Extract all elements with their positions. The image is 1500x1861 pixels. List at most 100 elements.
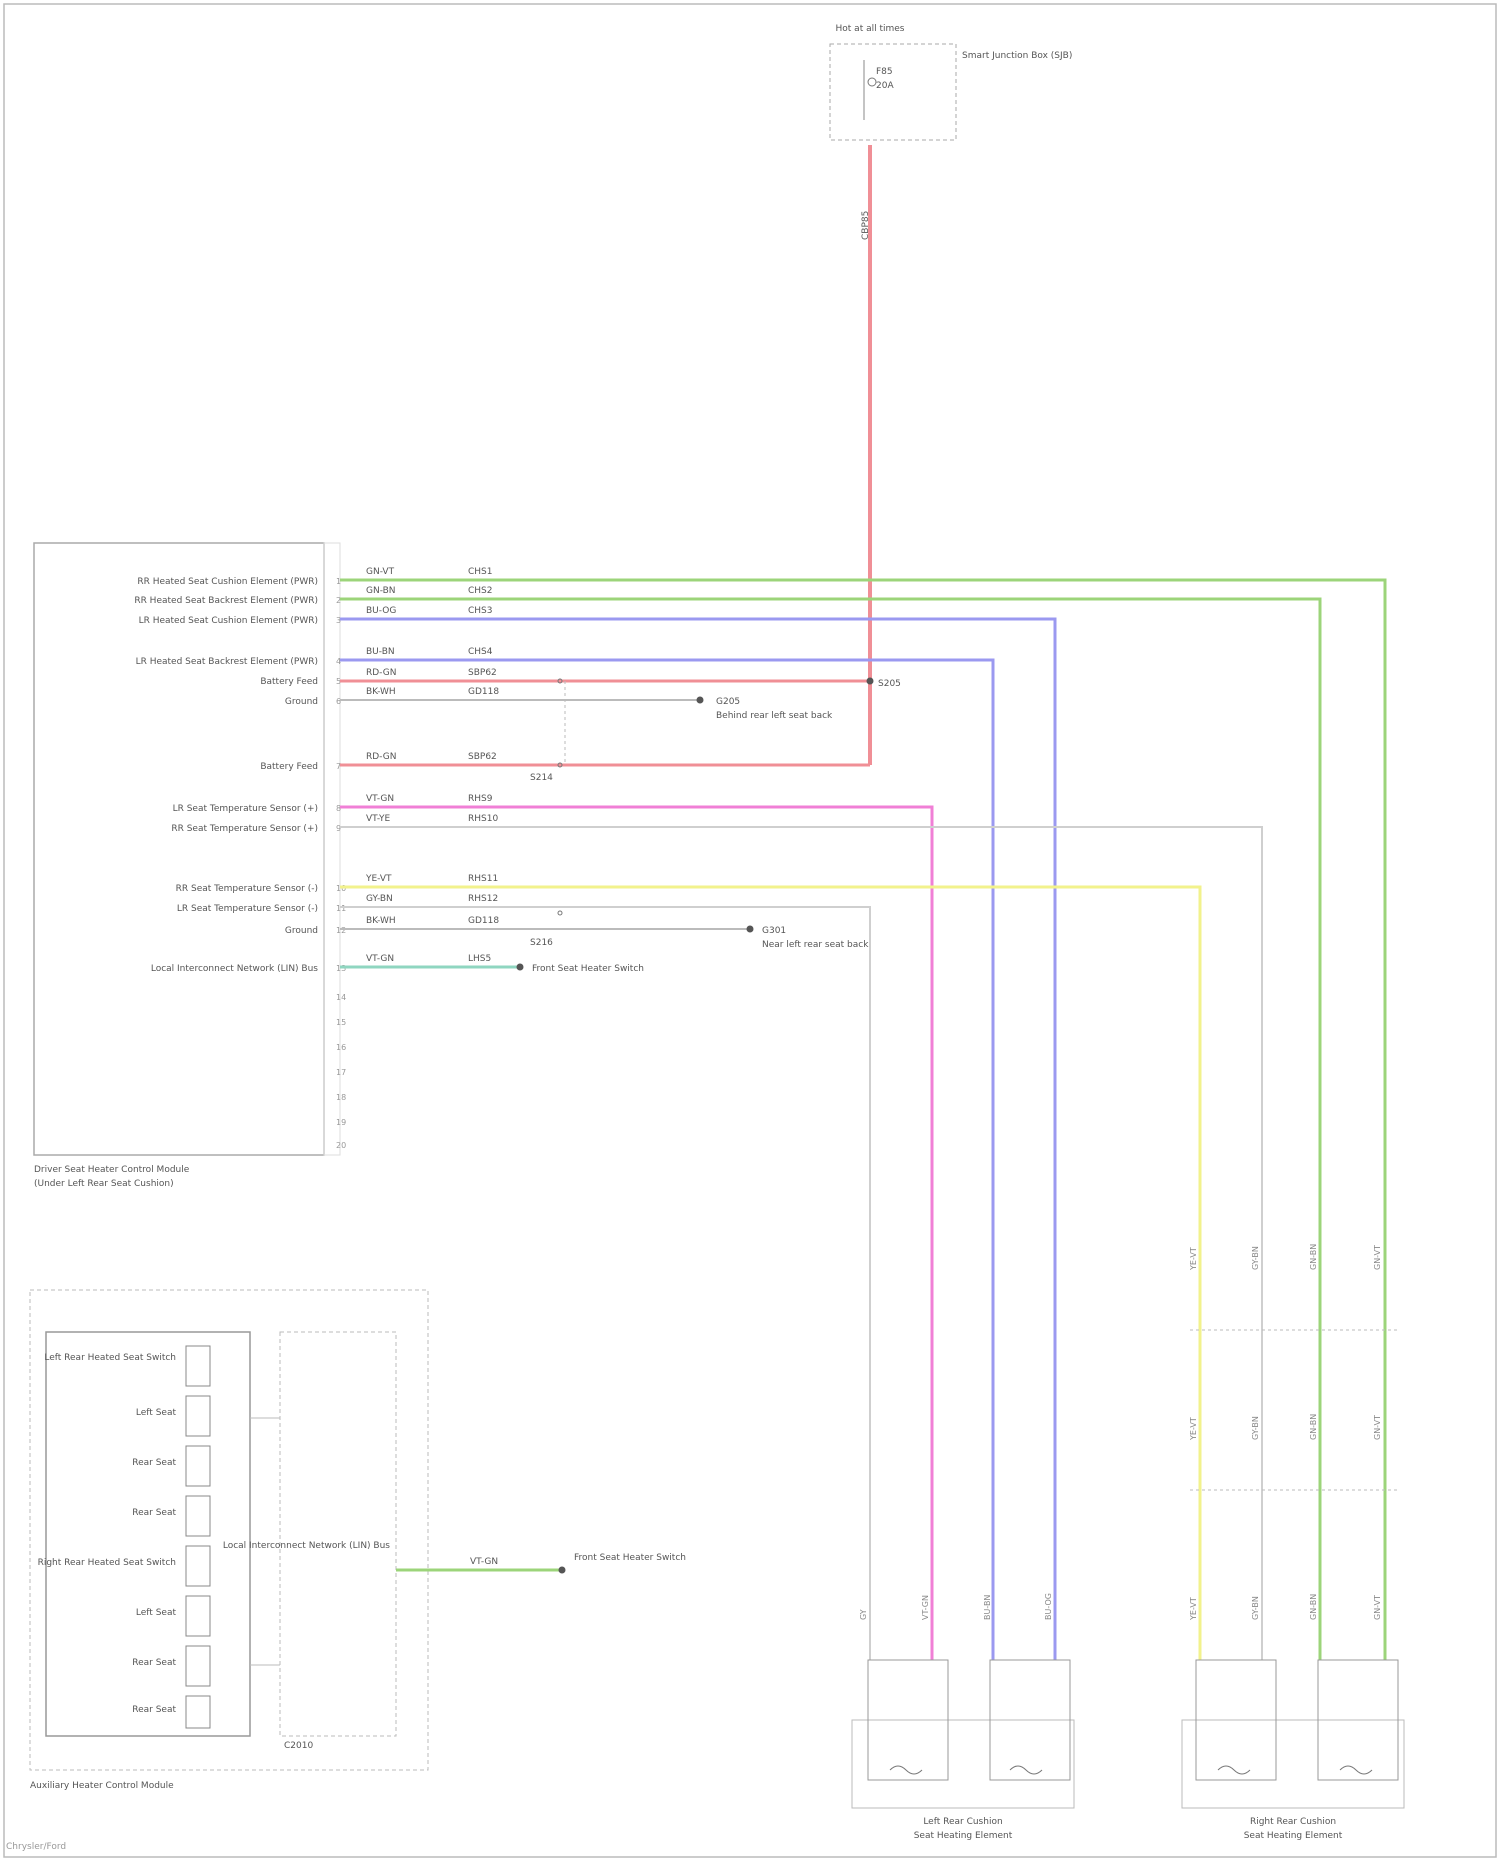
right-cushion-title-2: Seat Heating Element bbox=[1244, 1831, 1343, 1841]
hsm-pin-6: Ground bbox=[285, 697, 318, 707]
aux-title: Auxiliary Heater Control Module bbox=[30, 1781, 174, 1791]
circuit-7: SBP62 bbox=[468, 752, 497, 762]
svg-text:16: 16 bbox=[336, 1043, 346, 1052]
svg-text:GY-BN: GY-BN bbox=[1251, 1416, 1260, 1440]
svg-text:GY-BN: GY-BN bbox=[1251, 1596, 1260, 1620]
aux-switch-2: Left Seat bbox=[136, 1408, 177, 1418]
ground-1: G205 Behind rear left seat back bbox=[697, 697, 834, 722]
svg-text:GN-VT: GN-VT bbox=[1373, 1415, 1382, 1440]
circuit-12: GD118 bbox=[468, 916, 499, 926]
hsm-pin-labels: RR Heated Seat Cushion Element (PWR) RR … bbox=[134, 577, 318, 974]
svg-text:GN-VT: GN-VT bbox=[1373, 1245, 1382, 1270]
svg-text:GN-BN: GN-BN bbox=[1309, 1414, 1318, 1440]
svg-text:BU-OG: BU-OG bbox=[1044, 1593, 1053, 1620]
svg-text:YE-VT: YE-VT bbox=[1189, 1417, 1198, 1441]
left-side-wire-tags: GY VT-GN BU-BN BU-OG bbox=[859, 1593, 1053, 1620]
aux-switch-6: Left Seat bbox=[136, 1608, 177, 1618]
hsm-title-2: (Under Left Rear Seat Cushion) bbox=[34, 1179, 174, 1189]
circuit-11: RHS12 bbox=[468, 894, 498, 904]
svg-text:6: 6 bbox=[336, 697, 341, 706]
ground-2: G301 Near left rear seat back bbox=[747, 926, 870, 951]
wire-color-1: GN-VT bbox=[366, 567, 395, 577]
ground-2-desc: Near left rear seat back bbox=[762, 940, 869, 950]
right-cushion: Right Rear Cushion Seat Heating Element bbox=[1182, 1660, 1404, 1841]
right-side-wire-tags: YE-VT GY-BN GN-BN GN-VT YE-VT GY-BN GN-B… bbox=[1189, 1244, 1382, 1621]
circuit-10: RHS11 bbox=[468, 874, 498, 884]
aux-switch-1: Left Rear Heated Seat Switch bbox=[44, 1353, 176, 1363]
hsm-pin-5: Battery Feed bbox=[260, 677, 318, 687]
wire-lr-cushion-pwr bbox=[340, 619, 1055, 1660]
hsm-pin-4: LR Heated Seat Backrest Element (PWR) bbox=[136, 657, 318, 667]
aux-switch-5: Right Rear Heated Seat Switch bbox=[38, 1558, 176, 1568]
aux-code: C2010 bbox=[284, 1741, 313, 1751]
circuit-2: CHS2 bbox=[468, 586, 493, 596]
aux-lin-wire-color: VT-GN bbox=[470, 1557, 498, 1567]
wire-lr-backrest-pwr bbox=[340, 660, 993, 1660]
ground-1-desc: Behind rear left seat back bbox=[716, 711, 833, 721]
svg-text:20: 20 bbox=[336, 1141, 346, 1150]
svg-text:GY: GY bbox=[859, 1609, 868, 1620]
wire-lr-temp-sensor-pos bbox=[340, 807, 932, 1660]
left-cushion-title-1: Left Rear Cushion bbox=[923, 1817, 1002, 1827]
ground-1-id: G205 bbox=[716, 697, 740, 707]
wire-color-13: VT-GN bbox=[366, 954, 394, 964]
wire-color-9: VT-YE bbox=[366, 814, 391, 824]
wire-color-8: VT-GN bbox=[366, 794, 394, 804]
ground-2-id: G301 bbox=[762, 926, 786, 936]
svg-text:GN-VT: GN-VT bbox=[1373, 1595, 1382, 1620]
hsm-pin-1: RR Heated Seat Cushion Element (PWR) bbox=[137, 577, 318, 587]
aux-lin-wire: VT-GN Front Seat Heater Switch bbox=[396, 1553, 686, 1574]
svg-text:GN-BN: GN-BN bbox=[1309, 1244, 1318, 1270]
fuse-label-hot: Hot at all times bbox=[836, 24, 905, 34]
aux-lin-dest: Front Seat Heater Switch bbox=[574, 1553, 686, 1563]
wire-color-7: RD-GN bbox=[366, 752, 396, 762]
aux-switch-7: Rear Seat bbox=[132, 1658, 176, 1668]
hsm-title-1: Driver Seat Heater Control Module bbox=[34, 1165, 190, 1175]
wire-color-12: BK-WH bbox=[366, 916, 396, 926]
hsm-pin-7: Battery Feed bbox=[260, 762, 318, 772]
inline-connectors-right bbox=[1190, 1330, 1400, 1490]
aux-switch-3: Rear Seat bbox=[132, 1458, 176, 1468]
wire-color-11: GY-BN bbox=[366, 894, 393, 904]
fuse-amp: 20A bbox=[876, 81, 894, 91]
wire-color-6: BK-WH bbox=[366, 687, 396, 697]
wire-color-2: GN-BN bbox=[366, 586, 396, 596]
hsm-pin-12: Ground bbox=[285, 926, 318, 936]
svg-text:BU-BN: BU-BN bbox=[983, 1595, 992, 1620]
splice-1: S205 bbox=[878, 679, 901, 689]
aux-module: Auxiliary Heater Control Module C2010 Lo… bbox=[30, 1290, 428, 1791]
wire-color-3: BU-OG bbox=[366, 606, 396, 616]
svg-text:11: 11 bbox=[336, 904, 346, 913]
circuit-4: CHS4 bbox=[468, 647, 493, 657]
wire-rr-cushion-pwr bbox=[340, 580, 1385, 1660]
right-cushion-title-1: Right Rear Cushion bbox=[1250, 1817, 1336, 1827]
circuit-1: CHS1 bbox=[468, 567, 493, 577]
circuit-6: GD118 bbox=[468, 687, 499, 697]
hsm-pin-13: Local Interconnect Network (LIN) Bus bbox=[151, 964, 318, 974]
svg-text:19: 19 bbox=[336, 1118, 346, 1127]
wire-rr-temp-sensor-neg bbox=[340, 887, 1200, 1660]
fuse-box-name: Smart Junction Box (SJB) bbox=[962, 51, 1072, 61]
splice-3: S216 bbox=[530, 938, 553, 948]
hsm-pin-11: LR Seat Temperature Sensor (-) bbox=[177, 904, 318, 914]
aux-switch-8: Rear Seat bbox=[132, 1705, 176, 1715]
hsm-pin-9: RR Seat Temperature Sensor (+) bbox=[171, 824, 318, 834]
lin-dest-top: Front Seat Heater Switch bbox=[517, 964, 644, 975]
fuse-id: F85 bbox=[876, 67, 893, 77]
lin-dest-top-label: Front Seat Heater Switch bbox=[532, 964, 644, 974]
hsm-pin-10: RR Seat Temperature Sensor (-) bbox=[176, 884, 318, 894]
wire-color-4: BU-BN bbox=[366, 647, 395, 657]
svg-text:9: 9 bbox=[336, 824, 341, 833]
circuit-3: CHS3 bbox=[468, 606, 493, 616]
hsm-pin-3: LR Heated Seat Cushion Element (PWR) bbox=[139, 616, 318, 626]
svg-text:15: 15 bbox=[336, 1018, 346, 1027]
hsm-pin-2: RR Heated Seat Backrest Element (PWR) bbox=[134, 596, 318, 606]
hsm-module: Driver Seat Heater Control Module (Under… bbox=[34, 543, 340, 1189]
fuse-box-top: Hot at all times F85 20A Smart Junction … bbox=[830, 24, 1072, 240]
splice-2: S214 bbox=[530, 773, 553, 783]
footer-credit: Chrysler/Ford bbox=[6, 1842, 66, 1852]
circuit-5: SBP62 bbox=[468, 668, 497, 678]
svg-text:12: 12 bbox=[336, 926, 346, 935]
